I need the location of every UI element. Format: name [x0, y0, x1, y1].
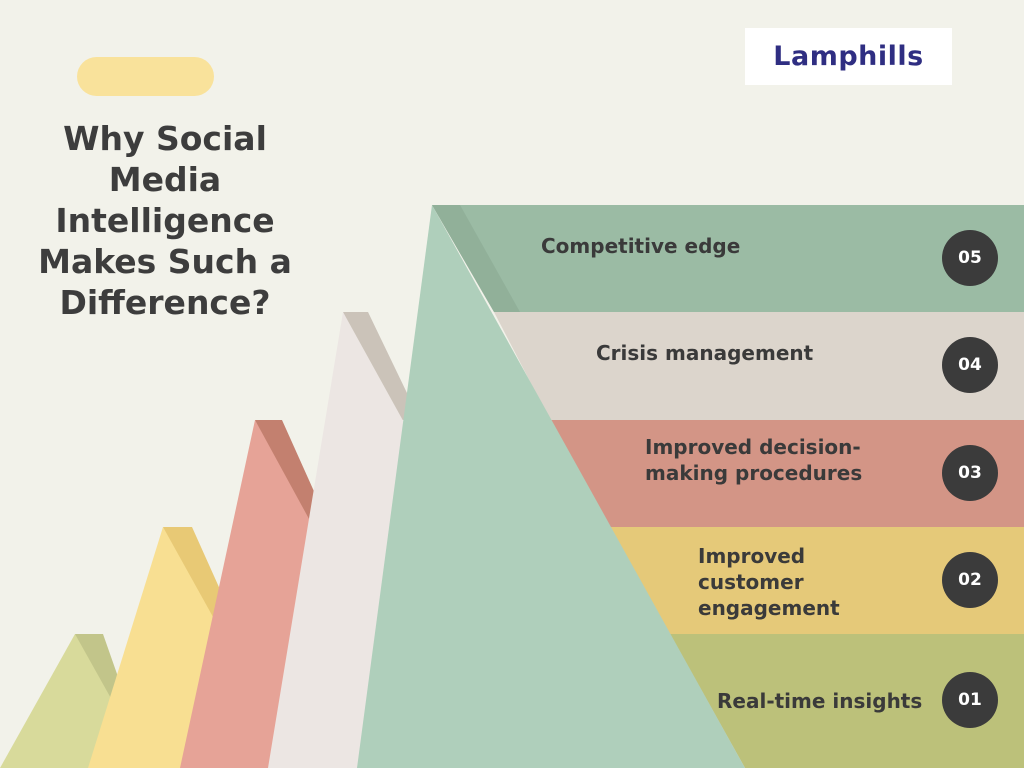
step-badge-01: 01: [942, 672, 998, 728]
fold-shadow-03: [255, 420, 330, 527]
step-label-03: Improved decision-making procedures: [645, 435, 863, 485]
step-label-04: Crisis management: [596, 341, 814, 365]
step-band-05: [432, 205, 1024, 312]
step-badge-04: 04: [942, 337, 998, 393]
mountain-triangle-05: [357, 205, 745, 768]
fold-shadow-05: [432, 205, 520, 312]
step-label-01: Real-time insights: [717, 689, 923, 713]
page-title: Why Social Media Intelligence Makes Such…: [38, 119, 292, 322]
step-band-04: [494, 312, 1024, 420]
step-badge-05: 05: [942, 230, 998, 286]
logo-text: Lamphills: [773, 41, 924, 72]
logo: Lamphills: [745, 28, 952, 85]
step-band-03: [550, 420, 1024, 527]
step-badge-03: 03: [942, 445, 998, 501]
step-badge-02: 02: [942, 552, 998, 608]
step-label-02: Improved customer engagement: [698, 544, 840, 620]
step-label-05: Competitive edge: [541, 234, 741, 258]
accent-pill: [77, 57, 214, 96]
fold-shadow-04: [343, 312, 420, 420]
step-band-02: [610, 527, 1024, 634]
step-band-01: [670, 634, 1024, 768]
